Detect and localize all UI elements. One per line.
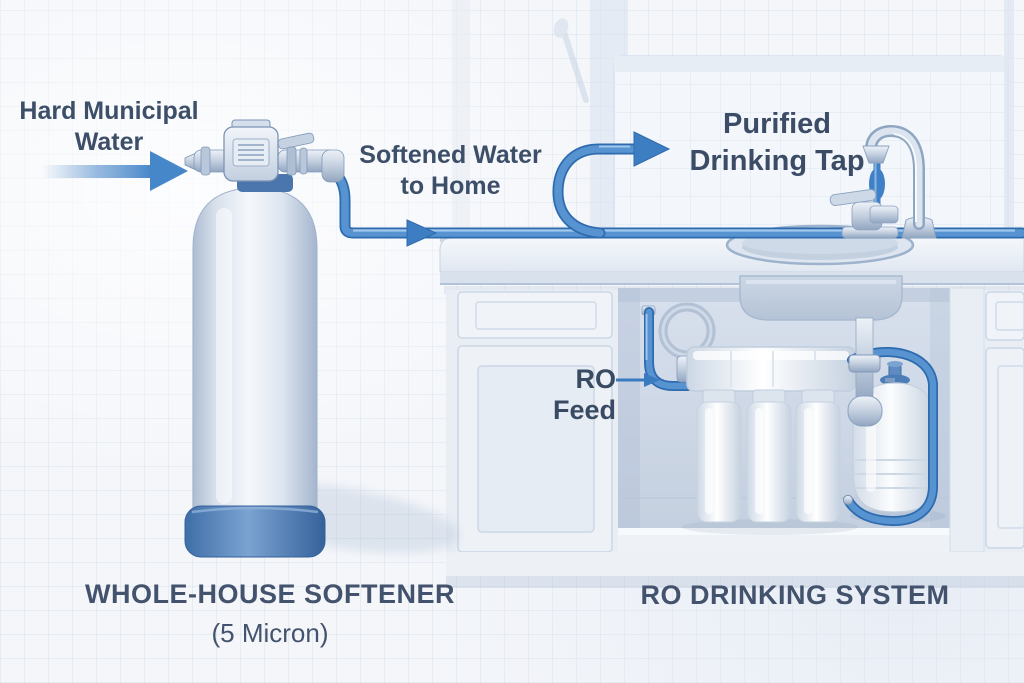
hard-water-feed-arrow [42, 151, 188, 191]
label-purified-drinking-tap: Purified Drinking Tap [689, 108, 865, 177]
softener-control-valve [184, 119, 345, 183]
tank-base [184, 505, 326, 558]
cabinet-right-drawer [985, 291, 1024, 341]
bypass-lever [277, 132, 315, 150]
ro-feed-pointer [616, 373, 660, 387]
faucet-handle [829, 189, 877, 206]
ro-drinking-system [616, 305, 946, 535]
drain-p-trap [847, 317, 895, 427]
caption-5-micron: (5 Micron) [211, 618, 329, 648]
label-softened-water-to-home: Softened Water to Home [359, 141, 542, 200]
tap-spout [862, 145, 890, 164]
ro-filter-3 [795, 389, 841, 523]
label-hard-municipal-water: Hard Municipal Water [19, 97, 199, 156]
pipe-arrow [406, 219, 438, 247]
tank-tube [843, 347, 938, 527]
caption-whole-house-softener: WHOLE-HOUSE SOFTENER [84, 579, 455, 609]
purified-tap-arrow [552, 131, 671, 239]
main-faucet [829, 189, 899, 239]
softener-unit [42, 119, 459, 558]
cabinet-left-door [457, 345, 613, 553]
softener-tank [184, 174, 326, 558]
wall-backsplash [452, 0, 1014, 243]
drinking-tap-faucet [862, 124, 937, 239]
cabinet-right-door [985, 347, 1024, 549]
hanging-utensil-sketch [553, 18, 589, 103]
ro-manifold [676, 346, 856, 392]
label-ro-feed: RO Feed [552, 364, 616, 425]
caption-ro-drinking-system: RO DRINKING SYSTEM [640, 580, 950, 610]
cabinet-left-drawer [457, 291, 613, 339]
faucets [829, 124, 937, 239]
ro-filter-1 [696, 389, 742, 523]
ro-filter-2 [746, 389, 792, 523]
